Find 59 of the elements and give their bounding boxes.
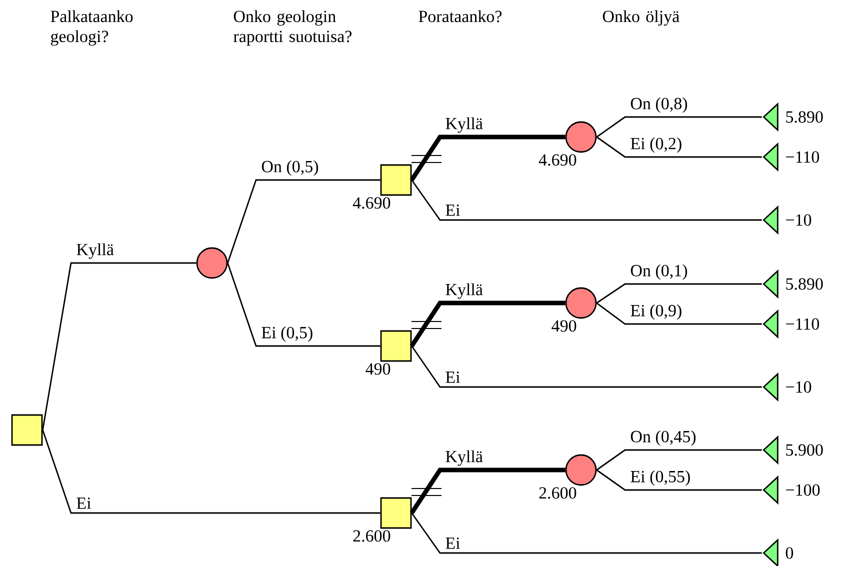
branch-label: Ei — [446, 538, 460, 549]
branch-line — [596, 136, 762, 158]
branch-label: Ei (0,2) — [630, 137, 682, 153]
branch-line — [42, 430, 380, 514]
payoff-value: −10 — [786, 214, 812, 226]
branch-line — [411, 512, 762, 554]
branch-line — [410, 134, 566, 182]
branch-label: Kyllä — [76, 243, 114, 259]
expected-value: 4.690 — [352, 197, 390, 209]
expected-value: 490 — [552, 320, 576, 332]
branch-label: Kyllä — [446, 283, 483, 299]
decision-square — [380, 164, 412, 196]
branch-line — [227, 262, 380, 347]
branch-label: Ei — [446, 204, 460, 216]
expected-value: 2.600 — [353, 530, 390, 542]
branch-label: Ei (0,9) — [630, 304, 682, 320]
chance-circle — [565, 121, 597, 153]
chance-circle — [196, 247, 228, 279]
branch-label: Ei — [446, 372, 460, 383]
chance-circle — [565, 287, 597, 319]
branch-line — [411, 346, 762, 388]
expected-value: 4.690 — [538, 154, 576, 166]
column-header: Onko öljyä — [602, 10, 680, 26]
decision-square — [11, 414, 43, 446]
payoff-value: −10 — [786, 381, 812, 393]
decision-square — [380, 497, 412, 529]
branch-label: On (0,45) — [630, 430, 696, 446]
branch-label: Ei (0,5) — [262, 326, 312, 342]
branch-label: Ei — [76, 498, 91, 509]
payoff-value: −100 — [786, 484, 820, 496]
chance-circle — [565, 454, 597, 486]
payoff-value: 5.890 — [786, 278, 823, 290]
payoff-value: 5.890 — [786, 111, 823, 123]
branch-label: On (0,5) — [262, 160, 318, 176]
payoff-value: 0 — [786, 547, 794, 559]
decision-square — [380, 330, 412, 362]
branch-label: Kyllä — [446, 117, 483, 133]
expected-value: 2.600 — [539, 487, 576, 499]
payoff-value: 5.900 — [786, 444, 823, 456]
branch-line — [42, 262, 196, 430]
branch-line — [596, 116, 762, 138]
branch-line — [596, 283, 762, 304]
branch-line — [596, 449, 762, 471]
branch-line — [410, 300, 566, 348]
expected-value: 490 — [366, 363, 390, 375]
branch-label: Ei (0,55) — [630, 470, 690, 486]
branch-label: On (0,1) — [630, 264, 688, 280]
branch-line — [411, 180, 762, 221]
branch-line — [596, 302, 762, 325]
payoff-value: −110 — [786, 318, 820, 330]
branch-line — [227, 179, 380, 264]
branch-label: On (0,8) — [630, 97, 688, 113]
column-header: Porataanko? — [418, 10, 502, 22]
column-header: Palkataanko geologi? — [50, 10, 133, 46]
branch-label: Kyllä — [446, 450, 483, 466]
payoff-value: −110 — [786, 151, 820, 163]
column-header: Onko geologin raportti suotuisa? — [234, 10, 352, 46]
branch-line — [410, 468, 566, 514]
branch-line — [596, 469, 762, 491]
